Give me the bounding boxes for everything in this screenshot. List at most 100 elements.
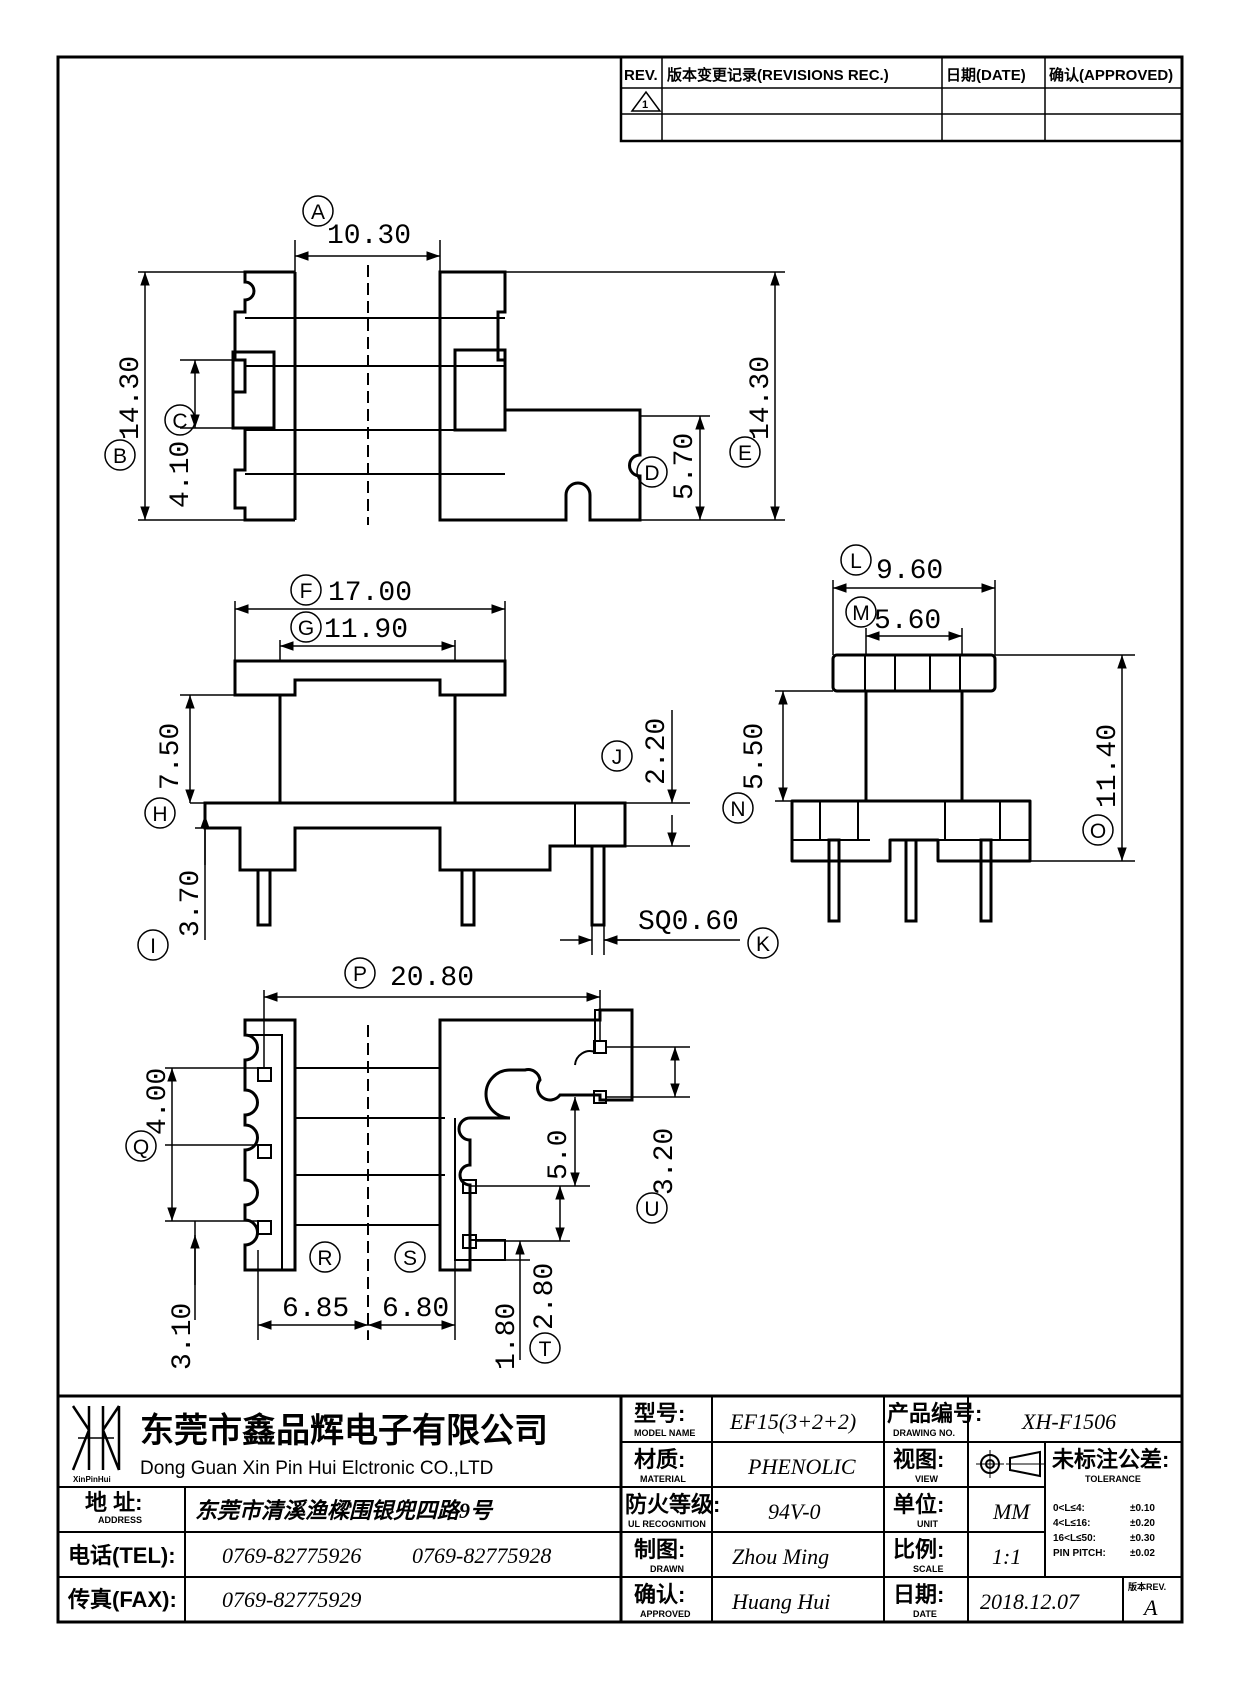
material-value: PHENOLIC <box>747 1454 856 1479</box>
company-name-en: Dong Guan Xin Pin Hui Elctronic CO.,LTD <box>140 1458 493 1479</box>
revision-block <box>619 55 1184 143</box>
flame-value: 94V-0 <box>768 1499 821 1524</box>
address-label: 地 址: <box>85 1490 142 1515</box>
tolerance-value-1: ±0.10 <box>1130 1503 1155 1514</box>
dim-Q2-value: 3.10 <box>168 1303 199 1370</box>
date-sublabel: DATE <box>913 1609 937 1619</box>
approved-value: Huang Hui <box>731 1589 830 1614</box>
dim-D-value: 5.70 <box>670 433 701 500</box>
side-view-dimensions <box>775 580 1135 862</box>
drawn-sublabel: DRAWN <box>650 1564 684 1574</box>
top-view <box>231 265 642 525</box>
revisions-record-header: 版本变更记录(REVISIONS REC.) <box>667 66 889 84</box>
dim-R-value: 6.85 <box>282 1294 349 1325</box>
tel-label: 电话(TEL): <box>68 1543 176 1568</box>
dim-L-value: 9.60 <box>876 556 943 587</box>
bubble-M: M <box>852 602 870 625</box>
model-sublabel: MODEL NAME <box>634 1428 695 1438</box>
flame-sublabel: UL RECOGNITION <box>628 1519 706 1529</box>
flame-label: 防火等级: <box>625 1492 720 1517</box>
rev-box-value: A <box>1142 1595 1158 1620</box>
bubble-F: F <box>300 580 313 603</box>
scale-label: 比例: <box>893 1537 944 1562</box>
scale-sublabel: SCALE <box>913 1564 944 1574</box>
rev-triangle-number: 1 <box>642 99 648 111</box>
fax-value: 0769-82775929 <box>222 1587 361 1612</box>
bubble-P: P <box>353 963 367 986</box>
dim-M-value: 5.60 <box>874 606 941 637</box>
material-sublabel: MATERIAL <box>640 1474 686 1484</box>
dim-U2-value: 5.0 <box>544 1130 575 1180</box>
front-view <box>203 659 627 927</box>
drawn-value: Zhou Ming <box>732 1544 829 1569</box>
tolerance-range-3: 16<L≤50: <box>1053 1533 1096 1544</box>
drawn-label: 制图: <box>634 1537 685 1562</box>
unit-value: MM <box>992 1499 1031 1524</box>
bottom-view-dimensions <box>165 990 690 1360</box>
view-sublabel: VIEW <box>915 1474 939 1484</box>
date-header: 日期(DATE) <box>946 66 1026 84</box>
bubble-J: J <box>612 746 623 769</box>
dim-P-value: 20.80 <box>390 963 474 994</box>
tolerance-value-3: ±0.30 <box>1130 1533 1155 1544</box>
company-name-cn: 东莞市鑫品辉电子有限公司 <box>140 1411 548 1450</box>
bubble-I: I <box>150 935 156 958</box>
drawing-no-value: XH-F1506 <box>1021 1409 1116 1434</box>
tel-value-1: 0769-82775926 <box>222 1543 361 1568</box>
scale-value: 1:1 <box>992 1544 1021 1569</box>
bubble-H: H <box>152 803 167 826</box>
dim-O-value: 11.40 <box>1093 724 1124 808</box>
rev-header: REV. <box>624 67 658 84</box>
unit-sublabel: UNIT <box>917 1519 938 1529</box>
tolerance-value-4: ±0.02 <box>1130 1548 1155 1559</box>
dim-A-value: 10.30 <box>327 221 411 252</box>
fax-label: 传真(FAX): <box>67 1587 177 1612</box>
dim-I-value: 3.70 <box>176 870 207 937</box>
projection-symbol-icon <box>976 1450 1044 1478</box>
tolerance-value-2: ±0.20 <box>1130 1518 1155 1529</box>
dim-S-value: 6.80 <box>382 1294 449 1325</box>
bubble-G: G <box>298 617 314 640</box>
tolerance-range-2: 4<L≤16: <box>1053 1518 1090 1529</box>
view-label: 视图: <box>893 1447 944 1472</box>
bubble-R: R <box>317 1247 332 1270</box>
dim-N-value: 5.50 <box>740 723 771 790</box>
approved-sublabel: APPROVED <box>640 1609 691 1619</box>
dim-K-value: SQ0.60 <box>638 907 739 938</box>
tolerance-range-4: PIN PITCH: <box>1053 1548 1106 1559</box>
bubble-S: S <box>403 1247 417 1270</box>
dim-H-value: 7.50 <box>156 723 187 790</box>
bubble-C: C <box>172 410 187 433</box>
bubble-A: A <box>311 201 325 224</box>
date-label: 日期: <box>893 1582 944 1607</box>
approved-header: 确认(APPROVED) <box>1049 66 1173 84</box>
dim-C-value: 4.10 <box>166 441 197 508</box>
bubble-Q: Q <box>133 1136 149 1159</box>
front-view-dimensions <box>180 601 740 955</box>
address-value: 东莞市清溪渔樑围银兜四路9号 <box>195 1498 494 1523</box>
model-value: EF15(3+2+2) <box>729 1409 856 1434</box>
logo-caption: XinPinHui <box>73 1475 111 1484</box>
dimension-labels: A 10.30 B 14.30 C 4.10 D 5.70 E 14.30 F … <box>104 195 1124 1370</box>
tolerance-sublabel: TOLERANCE <box>1085 1474 1141 1484</box>
dim-Q-value: 4.00 <box>143 1068 174 1135</box>
dim-E-value: 14.30 <box>746 356 777 440</box>
dim-U-value: 3.20 <box>650 1128 681 1195</box>
bottom-view <box>243 1008 634 1340</box>
bubble-B: B <box>113 445 127 468</box>
approved-label: 确认: <box>634 1582 685 1607</box>
bubble-U: U <box>644 1198 659 1221</box>
material-label: 材质: <box>634 1447 685 1472</box>
drawing-no-sublabel: DRAWING NO. <box>893 1428 955 1438</box>
date-value: 2018.12.07 <box>980 1589 1080 1614</box>
model-label: 型号: <box>634 1401 685 1426</box>
bubble-K: K <box>756 933 770 956</box>
bubble-O: O <box>1090 820 1106 843</box>
dim-J-value: 2.20 <box>642 718 673 785</box>
dim-F-value: 17.00 <box>328 578 412 609</box>
bubble-D: D <box>644 462 659 485</box>
unit-label: 单位: <box>893 1492 944 1517</box>
tolerance-range-1: 0<L≤4: <box>1053 1503 1085 1514</box>
title-block-grid <box>58 1394 1182 1622</box>
